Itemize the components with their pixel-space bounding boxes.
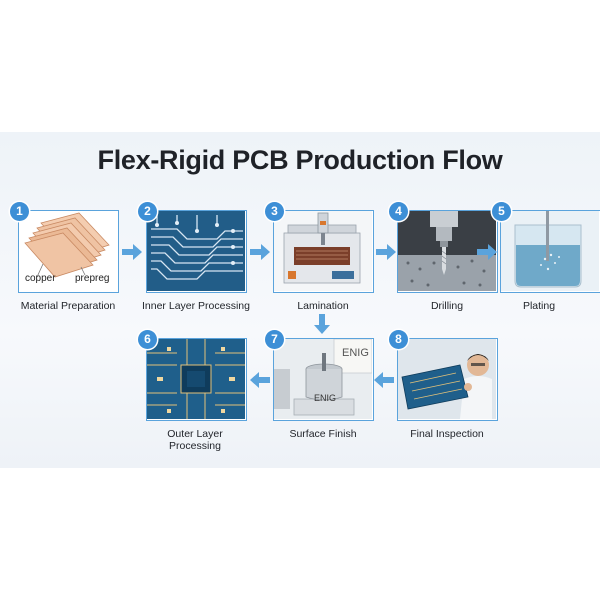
step-5-number-badge: 5 xyxy=(492,202,511,221)
step-7-number-badge: 7 xyxy=(265,330,284,349)
enig-beaker-text: ENIG xyxy=(314,393,337,403)
step-3-number-badge: 3 xyxy=(265,202,284,221)
step-3-label: Lamination xyxy=(297,300,349,312)
right-arrow-icon xyxy=(122,244,142,260)
diagram-title: Flex-Rigid PCB Production Flow xyxy=(97,145,503,175)
left-arrow-icon xyxy=(250,372,270,388)
step-6-number-badge: 6 xyxy=(138,330,157,349)
step-2-label: Inner Layer Processing xyxy=(142,300,250,312)
right-arrow-icon xyxy=(376,244,396,260)
prepreg-label: prepreg xyxy=(75,273,110,284)
step-8-label: Final Inspection xyxy=(410,428,484,440)
step-4-number-badge: 4 xyxy=(389,202,408,221)
step-1-number-badge: 1 xyxy=(10,202,29,221)
step-7-label: Surface Finish xyxy=(289,428,357,440)
step-4-label: Drilling xyxy=(430,300,464,312)
step-5-image xyxy=(500,210,600,293)
step-2-image xyxy=(146,210,247,293)
step-1-label: Material Preparation xyxy=(20,300,116,312)
step-1-image: copper prepreg xyxy=(18,210,119,293)
step-6-image xyxy=(146,338,247,421)
step-5-label: Plating xyxy=(522,300,556,312)
step-8-number-badge: 8 xyxy=(389,330,408,349)
enig-sign-text: ENIG xyxy=(342,347,369,359)
step-2-number-badge: 2 xyxy=(138,202,157,221)
right-arrow-icon xyxy=(477,244,497,260)
down-arrow-icon xyxy=(314,314,330,334)
left-arrow-icon xyxy=(374,372,394,388)
copper-label: copper xyxy=(25,273,56,284)
step-7-image: ENIG ENIG xyxy=(273,338,374,421)
right-arrow-icon xyxy=(250,244,270,260)
step-6-label: Outer Layer Processing xyxy=(167,428,223,452)
step-3-image xyxy=(273,210,374,293)
step-8-image xyxy=(397,338,498,421)
